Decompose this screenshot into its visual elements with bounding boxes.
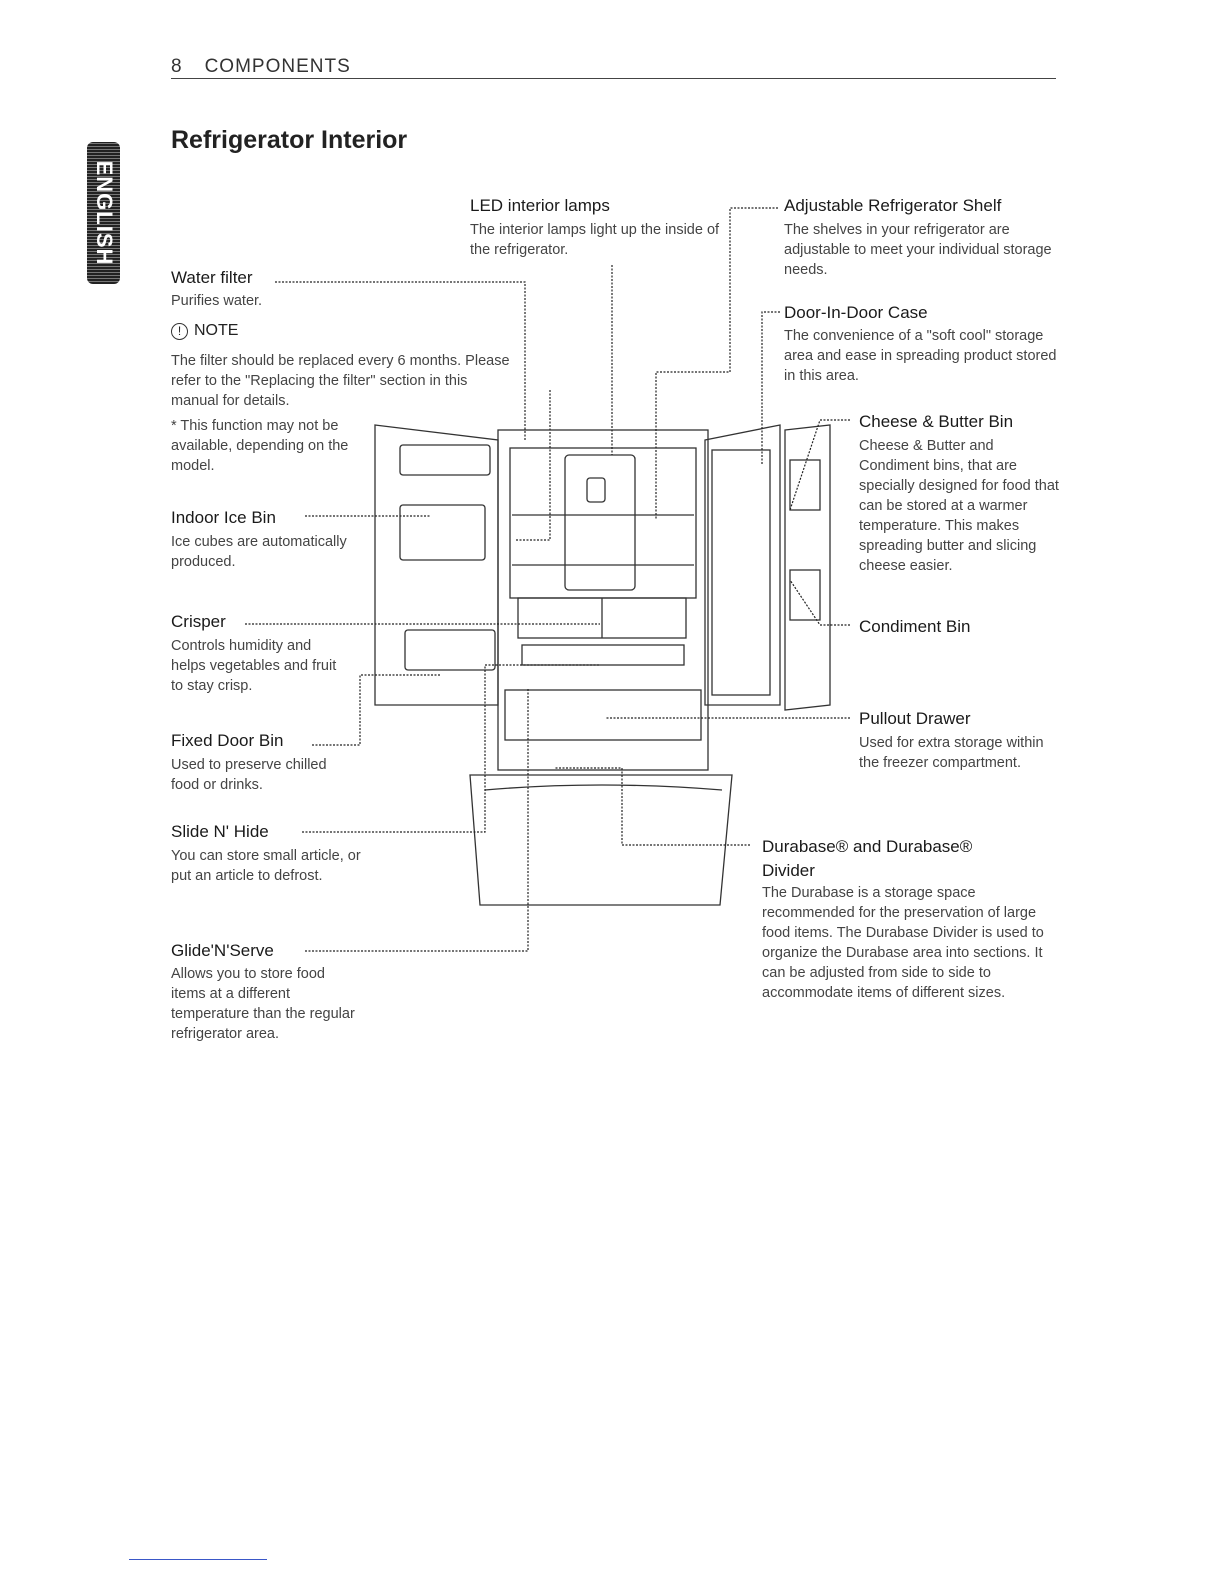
slide-n-hide-desc: You can store small article, or put an a… — [171, 848, 361, 884]
glide-n-serve-drawer — [521, 644, 685, 666]
condiment-bin-shape — [789, 569, 821, 621]
page-number: 8 — [171, 56, 183, 77]
ice-bin-desc: Ice cubes are automatically produced. — [171, 534, 347, 570]
led-lamps-label: LED interior lamps — [470, 196, 610, 215]
note-heading: ! NOTE — [171, 322, 238, 340]
fridge-cabinet — [497, 429, 709, 771]
page-header: 8 COMPONENTS — [171, 56, 351, 78]
ice-dispenser — [586, 477, 606, 503]
door-in-door-panel — [784, 424, 831, 711]
cheese-bin-shape — [789, 459, 821, 511]
right-door — [704, 424, 781, 706]
fresh-food-compartment — [509, 447, 697, 599]
ice-bin-shape — [399, 504, 486, 561]
right-door-inner — [711, 449, 771, 696]
cheese-bin-desc: Cheese & Butter and Condiment bins, that… — [859, 438, 1059, 574]
language-tab: ENGLISH — [87, 142, 120, 284]
pullout-drawer-label: Pullout Drawer — [859, 709, 971, 728]
condiment-bin-label: Condiment Bin — [859, 617, 971, 636]
slide-n-hide-label: Slide N' Hide — [171, 822, 269, 841]
pullout-drawer-shape — [504, 689, 702, 741]
glide-n-serve-desc: Allows you to store food items at a diff… — [171, 966, 355, 1042]
left-door-bin-1 — [399, 444, 491, 476]
header-rule — [171, 78, 1056, 79]
note-text: The filter should be replaced every 6 mo… — [171, 353, 510, 409]
durabase-desc: The Durabase is a storage space recommen… — [762, 885, 1044, 1001]
left-door — [374, 424, 499, 706]
ice-maker-housing — [564, 454, 636, 591]
section-title: COMPONENTS — [204, 56, 351, 77]
ice-bin-label: Indoor Ice Bin — [171, 508, 276, 527]
glide-n-serve-label: Glide'N'Serve — [171, 941, 274, 960]
footer-rule — [129, 1559, 267, 1560]
pullout-drawer-desc: Used for extra storage within the freeze… — [859, 735, 1044, 771]
crisper-label: Crisper — [171, 612, 226, 631]
durabase-label: Durabase® and Durabase® Divider — [762, 837, 973, 880]
water-filter-label: Water filter — [171, 268, 253, 287]
freezer-drawer — [469, 774, 733, 906]
water-filter-desc: Purifies water. — [171, 293, 263, 309]
shelf-desc: The shelves in your refrigerator are adj… — [784, 222, 1052, 278]
led-lamps-desc: The interior lamps light up the inside o… — [470, 222, 720, 258]
crisper-door-bin — [404, 629, 496, 671]
door-in-door-desc: The convenience of a "soft cool" storage… — [784, 328, 1057, 384]
note-title: NOTE — [194, 322, 239, 339]
shelf-label: Adjustable Refrigerator Shelf — [784, 196, 1002, 215]
note-footnote: * This function may not be available, de… — [171, 418, 349, 474]
fixed-door-bin-label: Fixed Door Bin — [171, 731, 284, 750]
crisper-desc: Controls humidity and helps vegetables a… — [171, 638, 337, 694]
cheese-bin-label: Cheese & Butter Bin — [859, 412, 1014, 431]
info-icon: ! — [171, 323, 188, 340]
door-in-door-label: Door-In-Door Case — [784, 303, 928, 322]
fixed-door-bin-desc: Used to preserve chilled food or drinks. — [171, 757, 327, 793]
page-title: Refrigerator Interior — [171, 126, 408, 154]
